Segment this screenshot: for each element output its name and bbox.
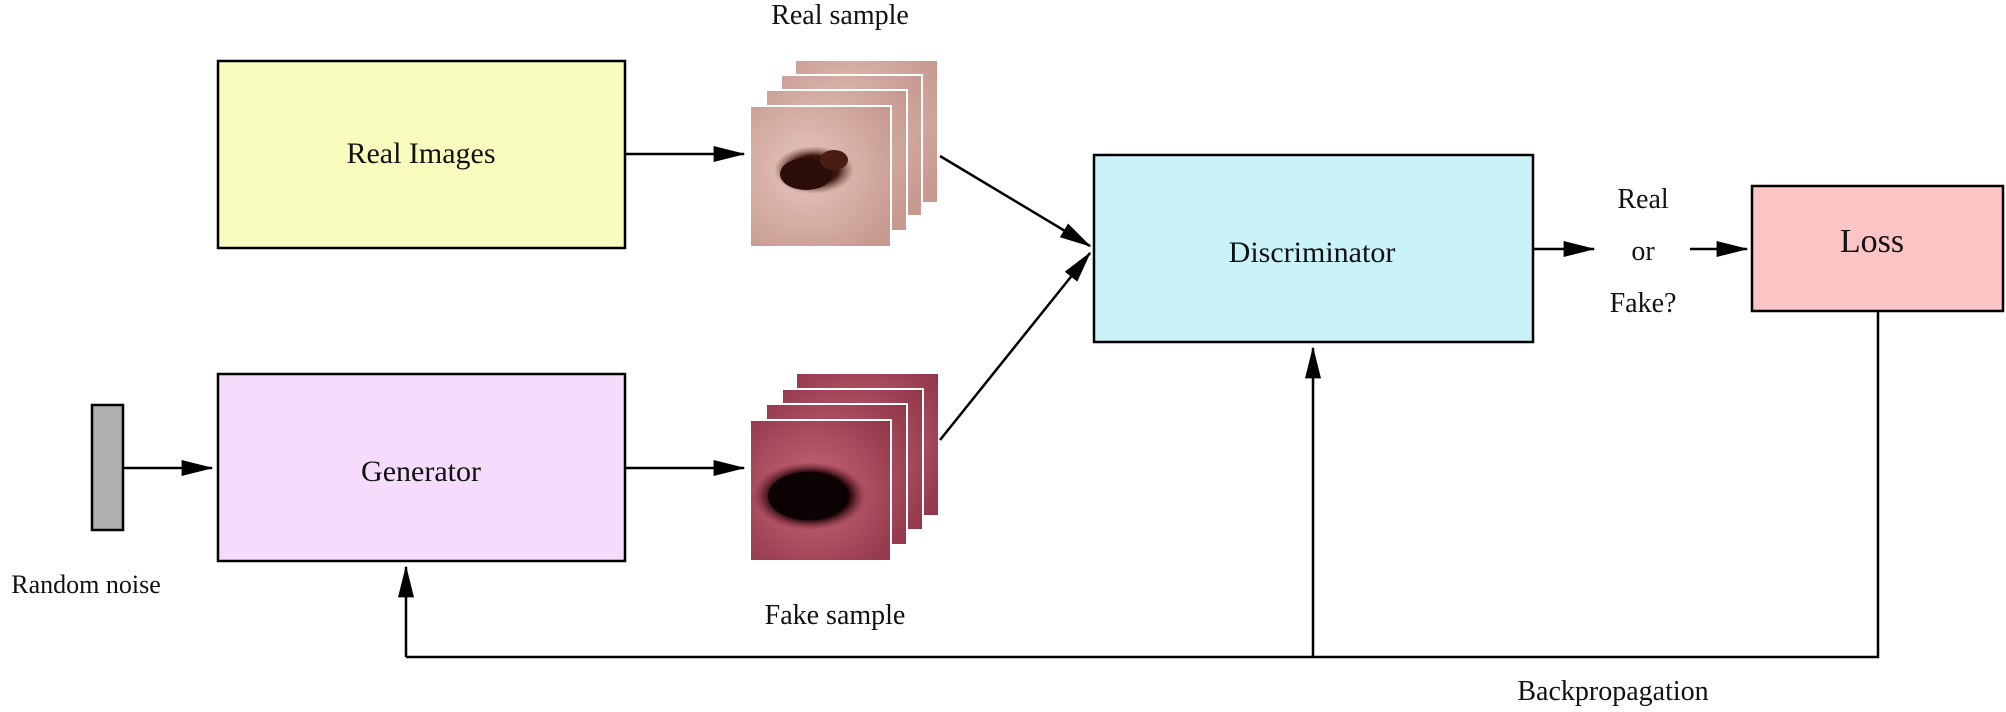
random-noise-block [90,403,125,532]
loss-label: Loss [1839,223,1905,260]
decision-line-1: Real [1617,184,1669,215]
arrow-real-sample-to-discriminator [939,154,1092,248]
backpropagation-label: Backpropagation [1517,676,1709,707]
real-images-label: Real Images [346,137,496,170]
generator-block [216,372,627,563]
real-images-block [216,59,627,250]
real-sample-image-stack [749,61,937,248]
real-sample-label: Real sample [771,0,909,31]
generator-label: Generator [361,455,481,488]
discriminator-label: Discriminator [1228,236,1396,269]
decision-line-2: or [1631,236,1655,267]
arrows [123,146,1880,659]
discriminator-block [1092,153,1535,344]
arrow-fake-sample-to-discriminator [939,251,1092,441]
loss-block [1750,184,2005,313]
backpropagation-line [406,311,1880,659]
fake-sample-label: Fake sample [764,600,906,631]
random-noise-label: Random noise [11,570,161,599]
decision-line-3: Fake? [1609,288,1677,319]
decision-label: Real or Fake? [1610,174,1677,330]
fake-sample-image-stack [749,374,938,562]
